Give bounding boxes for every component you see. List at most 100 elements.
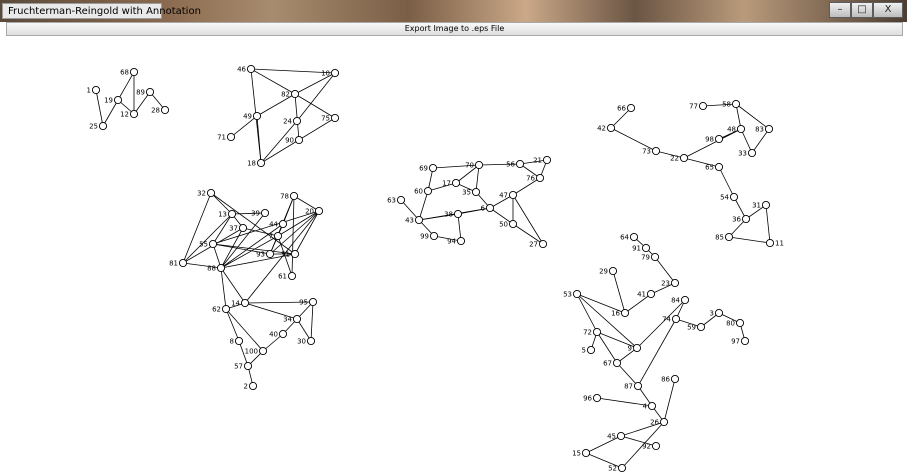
graph-node[interactable]: 85 bbox=[715, 233, 733, 241]
graph-node[interactable]: 52 bbox=[608, 464, 626, 472]
node-circle[interactable] bbox=[227, 133, 234, 140]
graph-node[interactable]: 20 bbox=[305, 207, 323, 215]
graph-node[interactable]: 81 bbox=[169, 259, 187, 267]
node-circle[interactable] bbox=[736, 319, 743, 326]
graph-node[interactable]: 15 bbox=[572, 449, 590, 457]
node-circle[interactable] bbox=[671, 375, 678, 382]
graph-node[interactable]: 74 bbox=[662, 315, 680, 323]
node-circle[interactable] bbox=[161, 106, 168, 113]
node-circle[interactable] bbox=[633, 344, 640, 351]
graph-node[interactable]: 16 bbox=[611, 309, 629, 317]
node-circle[interactable] bbox=[235, 337, 242, 344]
node-circle[interactable] bbox=[748, 149, 755, 156]
node-circle[interactable] bbox=[315, 207, 322, 214]
node-circle[interactable] bbox=[543, 156, 550, 163]
graph-node[interactable]: 58 bbox=[722, 100, 740, 108]
graph-node[interactable]: 56 bbox=[506, 160, 524, 168]
graph-node[interactable]: 34 bbox=[283, 315, 301, 323]
node-circle[interactable] bbox=[765, 125, 772, 132]
node-circle[interactable] bbox=[732, 100, 739, 107]
graph-node[interactable]: 14 bbox=[231, 299, 249, 307]
node-circle[interactable] bbox=[279, 220, 286, 227]
graph-node[interactable]: 49 bbox=[243, 112, 261, 120]
graph-node[interactable]: 71 bbox=[217, 133, 235, 141]
node-circle[interactable] bbox=[672, 315, 679, 322]
node-circle[interactable] bbox=[587, 346, 594, 353]
node-circle[interactable] bbox=[457, 237, 464, 244]
graph-node[interactable]: 80 bbox=[726, 319, 744, 327]
node-circle[interactable] bbox=[671, 279, 678, 286]
node-circle[interactable] bbox=[99, 122, 106, 129]
graph-node[interactable]: 69 bbox=[419, 164, 437, 172]
graph-node[interactable]: 19 bbox=[104, 96, 122, 104]
graph-node[interactable]: 59 bbox=[687, 323, 705, 331]
node-circle[interactable] bbox=[429, 164, 436, 171]
minimize-button[interactable]: – bbox=[829, 2, 851, 18]
node-circle[interactable] bbox=[247, 65, 254, 72]
node-circle[interactable] bbox=[621, 309, 628, 316]
graph-node[interactable]: 95 bbox=[299, 298, 317, 306]
node-circle[interactable] bbox=[573, 290, 580, 297]
node-circle[interactable] bbox=[424, 187, 431, 194]
node-circle[interactable] bbox=[617, 432, 624, 439]
node-circle[interactable] bbox=[762, 201, 769, 208]
node-circle[interactable] bbox=[766, 239, 773, 246]
graph-node[interactable]: 11 bbox=[766, 239, 784, 247]
node-circle[interactable] bbox=[274, 232, 281, 239]
graph-node[interactable]: 30 bbox=[297, 337, 315, 345]
graph-node[interactable]: 8 bbox=[230, 337, 243, 345]
node-circle[interactable] bbox=[209, 240, 216, 247]
graph-node[interactable]: 100 bbox=[245, 347, 267, 355]
graph-node[interactable]: 12 bbox=[120, 110, 138, 118]
graph-node[interactable]: 6 bbox=[481, 204, 494, 212]
maximize-button[interactable]: □ bbox=[851, 2, 873, 18]
node-circle[interactable] bbox=[475, 161, 482, 168]
graph-node[interactable]: 60 bbox=[414, 187, 432, 195]
graph-node[interactable]: 22 bbox=[670, 154, 688, 162]
graph-node[interactable]: 84 bbox=[671, 296, 689, 304]
node-circle[interactable] bbox=[582, 449, 589, 456]
graph-node[interactable]: 21 bbox=[533, 156, 551, 164]
graph-node[interactable]: 90 bbox=[285, 136, 303, 144]
node-circle[interactable] bbox=[222, 305, 229, 312]
node-circle[interactable] bbox=[114, 96, 121, 103]
graph-node[interactable]: 45 bbox=[607, 432, 625, 440]
node-circle[interactable] bbox=[715, 309, 722, 316]
node-circle[interactable] bbox=[309, 298, 316, 305]
node-circle[interactable] bbox=[293, 315, 300, 322]
graph-node[interactable]: 63 bbox=[387, 196, 405, 204]
node-circle[interactable] bbox=[715, 135, 722, 142]
node-circle[interactable] bbox=[486, 204, 493, 211]
node-circle[interactable] bbox=[307, 337, 314, 344]
node-circle[interactable] bbox=[452, 179, 459, 186]
node-circle[interactable] bbox=[217, 264, 224, 271]
node-circle[interactable] bbox=[681, 296, 688, 303]
graph-node[interactable]: 53 bbox=[563, 290, 581, 298]
node-circle[interactable] bbox=[130, 110, 137, 117]
graph-node[interactable]: 76 bbox=[526, 174, 544, 182]
graph-node[interactable]: 51 bbox=[281, 250, 299, 258]
node-circle[interactable] bbox=[651, 253, 658, 260]
node-circle[interactable] bbox=[634, 382, 641, 389]
graph-node[interactable]: 32 bbox=[197, 189, 215, 197]
graph-node[interactable]: 79 bbox=[641, 253, 659, 261]
node-circle[interactable] bbox=[415, 216, 422, 223]
graph-node[interactable]: 67 bbox=[603, 359, 621, 367]
graph-node[interactable]: 94 bbox=[447, 237, 465, 245]
graph-node[interactable]: 88 bbox=[207, 264, 225, 272]
node-circle[interactable] bbox=[146, 88, 153, 95]
graph-node[interactable]: 39 bbox=[251, 209, 269, 217]
node-circle[interactable] bbox=[509, 191, 516, 198]
graph-node[interactable]: 73 bbox=[642, 147, 660, 155]
graph-node[interactable]: 99 bbox=[420, 232, 438, 240]
node-circle[interactable] bbox=[647, 290, 654, 297]
graph-node[interactable]: 25 bbox=[89, 122, 107, 130]
node-circle[interactable] bbox=[331, 69, 338, 76]
node-circle[interactable] bbox=[516, 160, 523, 167]
graph-node[interactable]: 42 bbox=[597, 124, 615, 132]
node-circle[interactable] bbox=[331, 114, 338, 121]
node-circle[interactable] bbox=[609, 267, 616, 274]
graph-node[interactable]: 62 bbox=[212, 305, 230, 313]
graph-node[interactable]: 26 bbox=[650, 418, 668, 426]
graph-node[interactable]: 97 bbox=[731, 337, 749, 345]
